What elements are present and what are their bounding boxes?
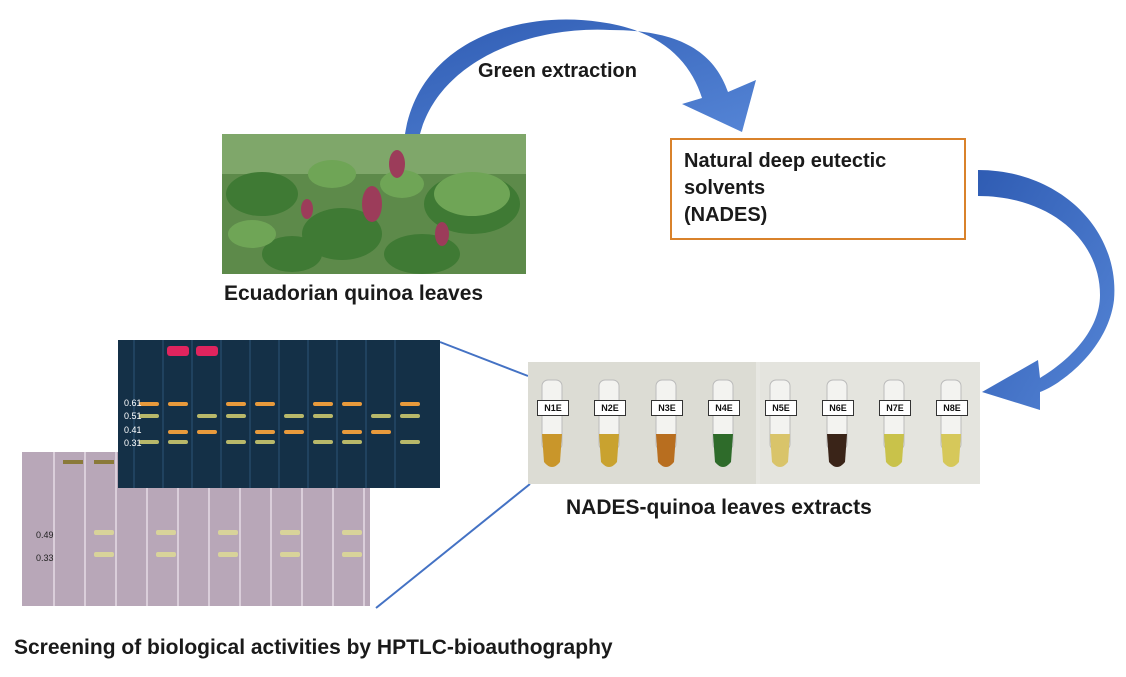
tube-liquid (884, 434, 904, 467)
pink-rf-1: 0.49 (36, 530, 54, 540)
tube-label: N7E (879, 400, 911, 416)
tube-label: N2E (594, 400, 626, 416)
quinoa-leaves-photo (222, 134, 526, 274)
green-extraction-label: Green extraction (478, 60, 637, 82)
tube-liquid (713, 434, 733, 467)
blue-rf-4: 0.31 (124, 438, 142, 448)
extracts-label: NADES-quinoa leaves extracts (566, 496, 872, 519)
tube-liquid (941, 434, 961, 467)
tube-label: N3E (651, 400, 683, 416)
blue-rf-3: 0.41 (124, 425, 142, 435)
blue-rf-2: 0.51 (124, 411, 142, 421)
tube-label: N4E (708, 400, 740, 416)
green-extraction-arrow (405, 19, 756, 134)
extracts-photo (528, 362, 980, 484)
tube-liquid (599, 434, 619, 467)
nades-line-2: solvents (684, 177, 766, 199)
tube-liquid (542, 434, 562, 467)
nades-line-3: (NADES) (684, 204, 768, 226)
tube-liquid (827, 434, 847, 467)
tube-label: N8E (936, 400, 968, 416)
blue-hptlc-plate (118, 340, 440, 488)
tube-label: N6E (822, 400, 854, 416)
blue-rf-1: 0.61 (124, 398, 142, 408)
nades-box: Natural deep eutectic solvents (NADES) (670, 138, 966, 240)
connector-line-bottom (375, 483, 531, 609)
tube-liquid (656, 434, 676, 467)
tube-label: N5E (765, 400, 797, 416)
quinoa-leaves-label: Ecuadorian quinoa leaves (224, 282, 484, 305)
tube-liquid (770, 434, 790, 467)
nades-line-1: Natural deep eutectic (684, 150, 887, 172)
nades-to-extracts-arrow (978, 170, 1115, 410)
tube-label: N1E (537, 400, 569, 416)
pink-rf-2: 0.33 (36, 553, 54, 563)
screening-label: Screening of biological activities by HP… (14, 636, 613, 659)
connector-line-top (439, 341, 529, 377)
